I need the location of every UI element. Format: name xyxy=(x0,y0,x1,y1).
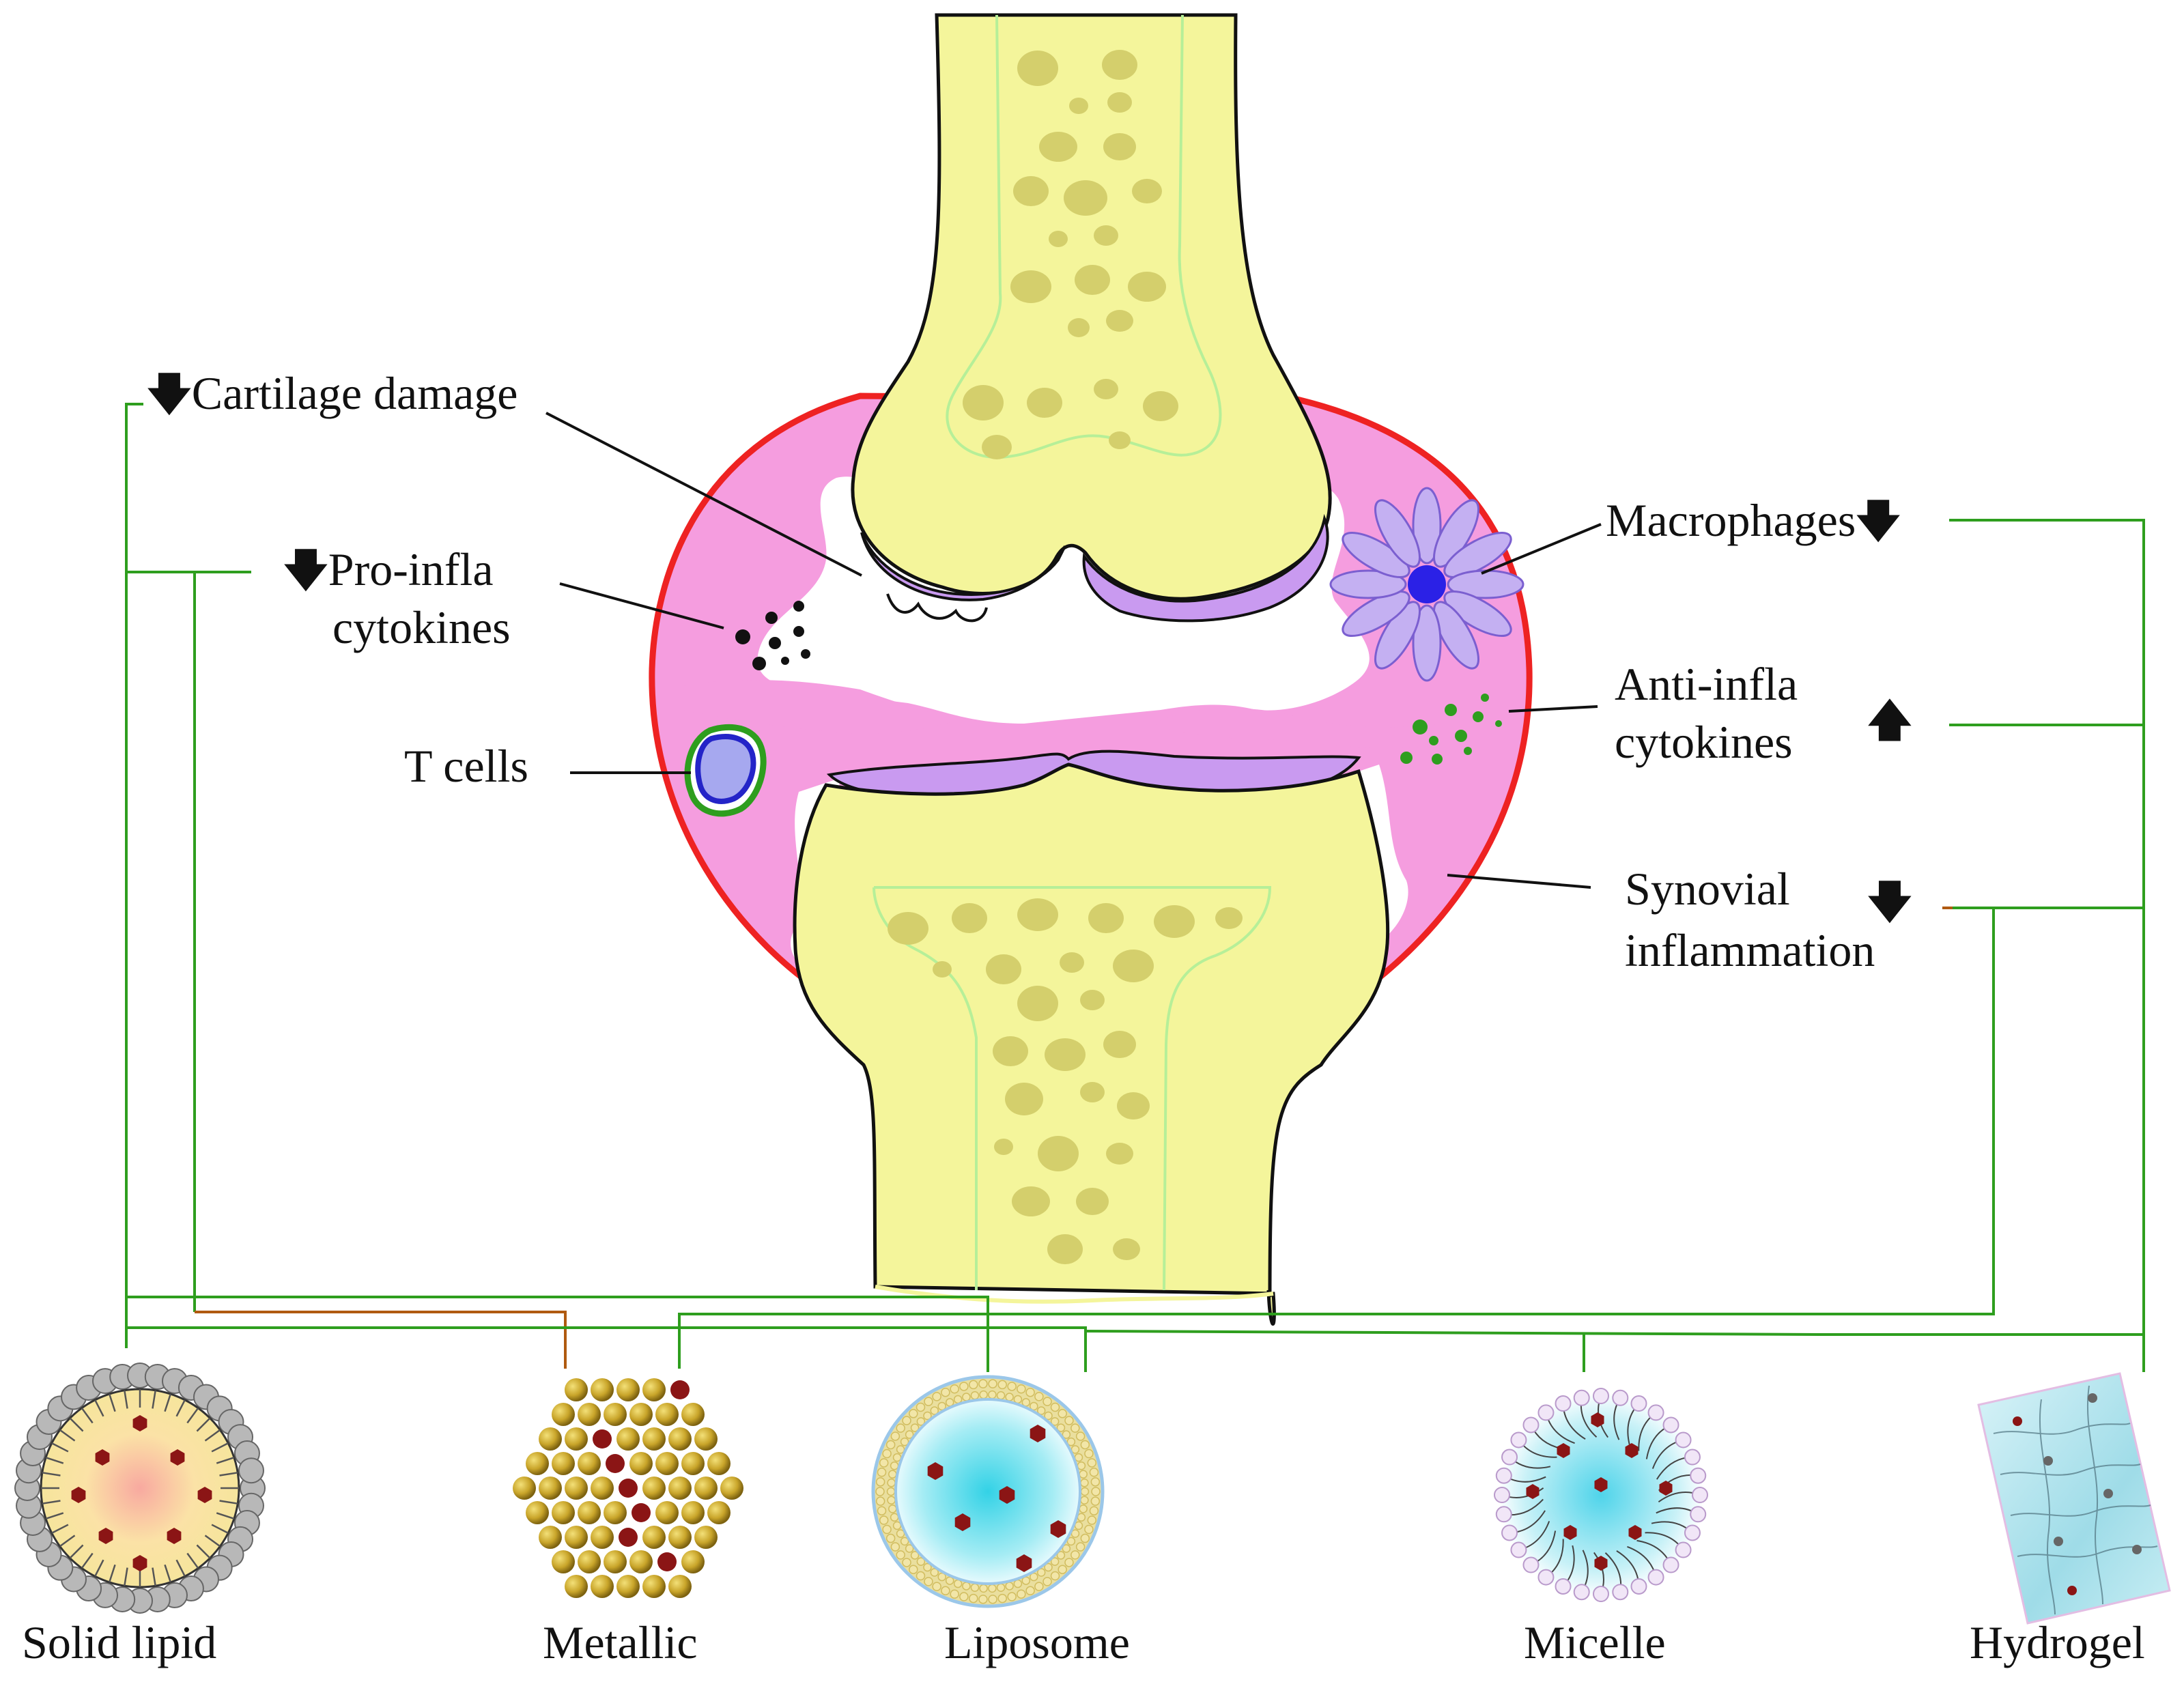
synovial-cavity-lower-right xyxy=(1359,765,1408,942)
anti-infla-label: Anti-infla xyxy=(1615,658,1798,710)
pro-inflammatory-cytokines xyxy=(735,601,810,670)
hydrogel xyxy=(1977,1372,2171,1625)
cartilage-damage-label: 🡇Cartilage damage xyxy=(147,367,518,420)
femur-marrow xyxy=(963,50,1178,459)
micelle xyxy=(1494,1388,1708,1602)
macrophages-label: Macrophages🡇 xyxy=(1606,494,1901,547)
tibia xyxy=(793,762,1390,1326)
liposome xyxy=(871,1375,1105,1608)
connector-lines xyxy=(125,403,2145,1372)
femur-cartilage xyxy=(860,532,1066,601)
leader-lines xyxy=(545,412,1602,889)
label-micelle: Micelle xyxy=(1524,1616,1666,1668)
tibia-marrow xyxy=(888,898,1243,1264)
label-hydrogel: Hydrogel xyxy=(1970,1616,2145,1668)
t-cell xyxy=(684,724,767,817)
pro-infla-label: 🡇Pro-infla xyxy=(283,543,494,596)
anti-infla-label-line2: cytokines xyxy=(1615,716,1793,768)
anti-inflammatory-cytokines xyxy=(1400,694,1502,765)
label-liposome: Liposome xyxy=(944,1616,1130,1668)
tibia-marrow-outline xyxy=(873,886,1272,1291)
femur-marrow-outline xyxy=(946,14,1222,459)
label-metallic: Metallic xyxy=(543,1616,698,1668)
pro-infla-label-line2: cytokines xyxy=(332,601,511,653)
metallic-nanoparticle xyxy=(513,1378,743,1598)
femur-cartilage-right xyxy=(1082,513,1329,623)
decrease-arrow-icon: 🡇 xyxy=(1856,496,1901,547)
t-cells-label: T cells xyxy=(404,740,528,792)
synovial-label-line2: inflammation xyxy=(1625,924,1875,976)
synovial-fold-right xyxy=(1154,708,1447,748)
decrease-arrow-icon: 🡇 xyxy=(147,369,192,420)
synovial-label: Synovial xyxy=(1625,863,1790,915)
cartilage-erosion xyxy=(886,593,988,623)
decrease-arrow-icon: 🡇 xyxy=(283,545,328,596)
solid-lipid-nanoparticle xyxy=(14,1363,266,1614)
macrophage xyxy=(1329,487,1524,682)
increase-arrow-icon: 🡅 xyxy=(1867,696,1912,746)
femur xyxy=(851,13,1332,601)
decrease-arrow-icon: 🡇 xyxy=(1867,877,1912,928)
synovial-fold-left xyxy=(683,679,956,734)
label-solid-lipid: Solid lipid xyxy=(22,1616,217,1668)
